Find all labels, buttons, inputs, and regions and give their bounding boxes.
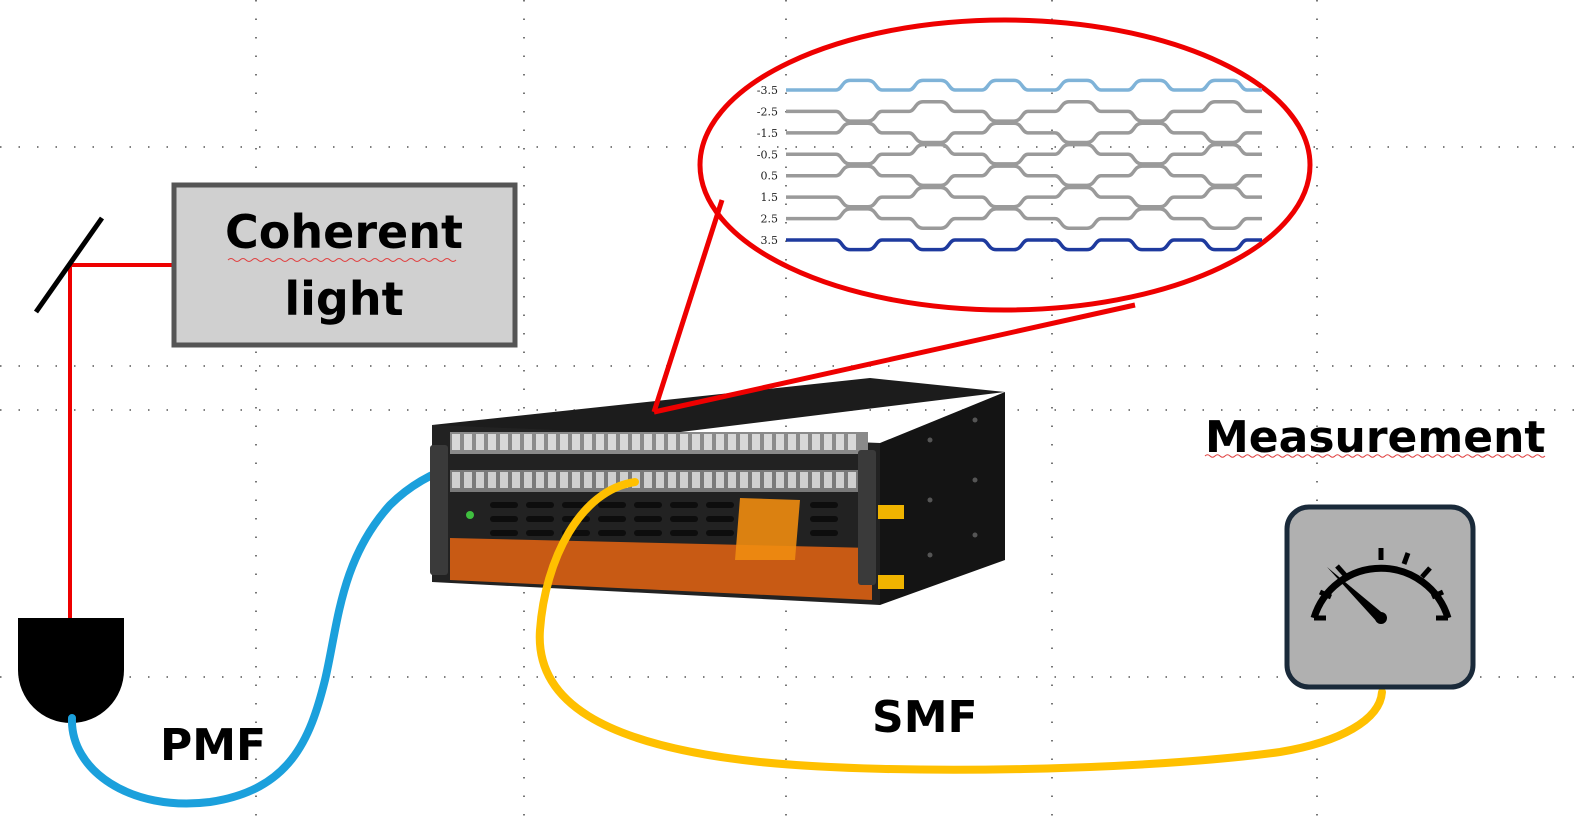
waveguide-line (786, 207, 1262, 230)
source-label-line2: light (284, 272, 403, 326)
inset-tick-label: -0.5 (757, 148, 778, 161)
source-label-line1: Coherent (225, 205, 463, 259)
port-row-top (452, 434, 856, 450)
gauge-icon (1284, 504, 1476, 690)
inset-tick-label: 1.5 (761, 191, 779, 204)
waveguide-mesh-inset (786, 78, 1262, 252)
inset-tick-label: -3.5 (757, 84, 778, 97)
waveguide-line (786, 185, 1262, 209)
inset-tick-label: 2.5 (761, 213, 779, 226)
smf-fiber (535, 478, 1386, 774)
waveguide-line (786, 78, 1262, 92)
coherent-light-source: Coherent light (171, 182, 518, 348)
spell-underline (227, 258, 457, 262)
photonic-processor-chassis (430, 378, 1005, 605)
inset-tick-label: -2.5 (757, 105, 778, 118)
pmf-fiber (67, 446, 559, 808)
mirror-icon (33, 216, 105, 314)
inset-tick-labels: -3.5 -2.5 -1.5 -0.5 0.5 1.5 2.5 3.5 (757, 84, 778, 247)
waveguide-line (786, 164, 1262, 188)
inset-tick-label: 0.5 (761, 170, 779, 183)
smf-label: SMF (872, 692, 978, 743)
detector-icon (18, 618, 124, 723)
waveguide-line (786, 121, 1262, 145)
beam-path (68, 263, 172, 620)
inset-tick-label: -1.5 (757, 127, 778, 140)
spell-underline (1204, 454, 1546, 458)
waveguide-line (786, 238, 1262, 252)
waveguide-line (786, 142, 1262, 166)
inset-callout (651, 17, 1313, 415)
inset-tick-label: 3.5 (761, 234, 779, 247)
pmf-label: PMF (160, 720, 266, 771)
waveguide-line (786, 100, 1262, 123)
